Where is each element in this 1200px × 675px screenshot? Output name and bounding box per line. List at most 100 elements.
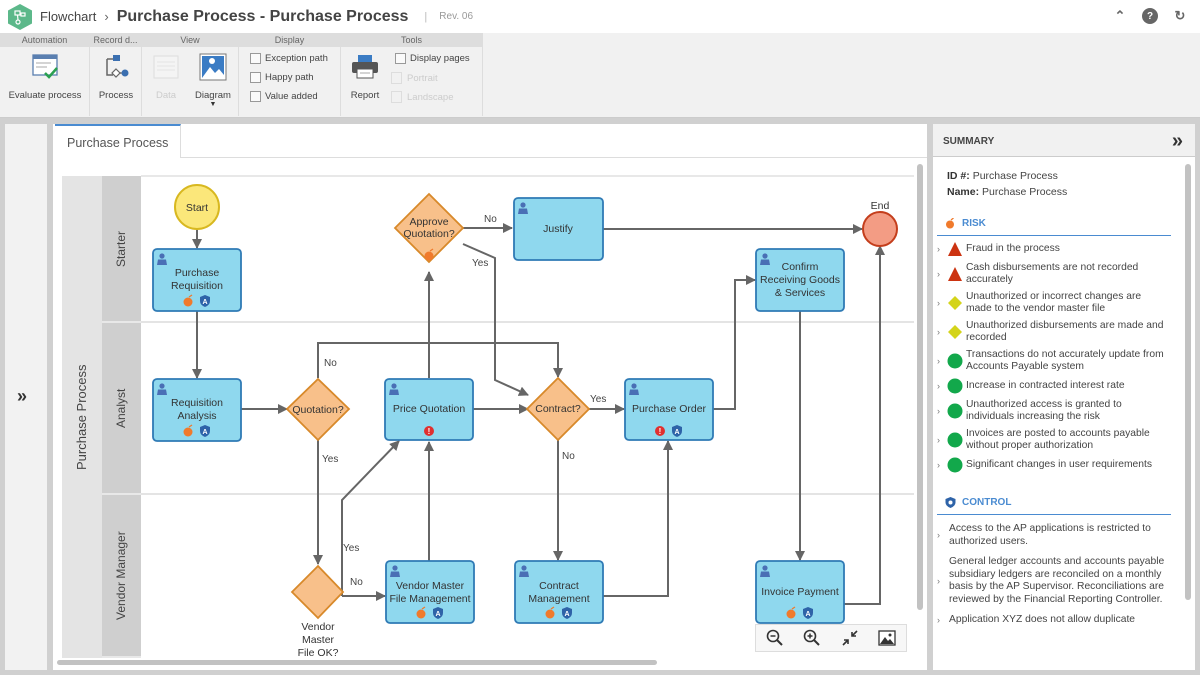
- ribbon-group-record: Record d... Process: [90, 33, 142, 116]
- gateway-contract[interactable]: Contract?: [525, 376, 591, 442]
- risk-item[interactable]: ›Unauthorized disbursements are made and…: [937, 320, 1185, 344]
- collapse-panel-double-chevron-icon[interactable]: »: [1171, 130, 1183, 152]
- expand-chevron-icon[interactable]: ›: [937, 244, 940, 254]
- high-risk-triangle-icon: [948, 242, 962, 256]
- checkbox-box[interactable]: [250, 91, 261, 102]
- control-item[interactable]: ›General ledger accounts and accounts pa…: [937, 556, 1185, 606]
- portrait-button[interactable]: Portrait: [391, 72, 438, 84]
- page-title: Purchase Process - Purchase Process: [116, 7, 409, 25]
- zoom-out-icon[interactable]: [765, 628, 785, 648]
- summary-body: ID #: Purchase Process Name: Purchase Pr…: [933, 158, 1185, 670]
- fit-icon[interactable]: [840, 628, 860, 648]
- report-button[interactable]: Report: [346, 53, 384, 101]
- task-label: Price Quotation: [393, 403, 466, 415]
- control-shield-icon: [945, 497, 956, 508]
- task-purchase-order[interactable]: Purchase Order: [624, 378, 714, 441]
- collapse-up-icon[interactable]: ⌃: [1114, 8, 1126, 23]
- expand-chevron-icon[interactable]: ›: [937, 298, 940, 308]
- landscape-label: Landscape: [407, 91, 454, 103]
- edge-label-no: No: [350, 577, 363, 588]
- expand-chevron-icon[interactable]: ›: [937, 406, 940, 416]
- page-landscape-icon: [391, 91, 402, 103]
- id-label: ID #:: [947, 170, 970, 182]
- risk-item[interactable]: ›Increase in contracted interest rate: [937, 378, 1185, 394]
- task-price-quotation[interactable]: Price Quotation: [384, 378, 474, 441]
- landscape-button[interactable]: Landscape: [391, 91, 453, 103]
- risk-item[interactable]: ›Invoices are posted to accounts payable…: [937, 428, 1185, 452]
- portrait-label: Portrait: [407, 72, 438, 84]
- edge-label-yes: Yes: [590, 394, 606, 405]
- expand-chevron-icon[interactable]: ›: [937, 615, 940, 625]
- evaluate-process-label: Evaluate process: [8, 90, 82, 101]
- risk-item[interactable]: ›Unauthorized access is granted to indiv…: [937, 399, 1185, 423]
- export-image-icon[interactable]: [877, 628, 897, 648]
- task-justify[interactable]: Justify: [513, 197, 604, 261]
- expand-chevron-icon[interactable]: ›: [937, 435, 940, 445]
- start-event[interactable]: Start: [174, 184, 220, 230]
- flowchart-logo-icon: [8, 3, 32, 30]
- control-item[interactable]: ›Application XYZ does not allow duplicat…: [937, 614, 1185, 627]
- checkbox-box[interactable]: [250, 72, 261, 83]
- expand-chevron-icon[interactable]: ›: [937, 381, 940, 391]
- expand-chevron-icon[interactable]: ›: [937, 269, 940, 279]
- ribbon-toolbar: Automation Evaluate process Record d... …: [0, 33, 1200, 118]
- control-list: ›Access to the AP applications is restri…: [937, 523, 1185, 627]
- value-added-checkbox[interactable]: Value added: [250, 91, 318, 102]
- low-risk-circle-icon: [947, 457, 963, 473]
- breadcrumb-flowchart[interactable]: Flowchart: [40, 9, 97, 24]
- risk-item[interactable]: ›Fraud in the process: [937, 241, 1185, 257]
- happy-path-checkbox[interactable]: Happy path: [250, 72, 314, 83]
- zoom-in-icon[interactable]: [802, 628, 822, 648]
- risk-item[interactable]: › Unauthorized or incorrect changes are m…: [937, 291, 1185, 315]
- expand-chevron-icon[interactable]: ›: [937, 530, 940, 541]
- help-icon[interactable]: ?: [1142, 8, 1158, 24]
- canvas-vertical-scrollbar[interactable]: [917, 164, 923, 610]
- gateway-quotation[interactable]: Quotation?: [285, 377, 351, 442]
- expand-chevron-icon[interactable]: ›: [937, 356, 940, 366]
- control-item[interactable]: ›Access to the AP applications is restri…: [937, 523, 1185, 548]
- dropdown-caret-icon: ▼: [209, 101, 217, 108]
- task-invoice-payment[interactable]: Invoice Payment: [755, 560, 845, 624]
- report-label: Report: [350, 90, 380, 101]
- high-risk-icon: [655, 426, 665, 436]
- gateway-label: Quotation?: [292, 404, 344, 416]
- canvas-horizontal-scrollbar[interactable]: [57, 660, 657, 665]
- risk-title: RISK: [962, 218, 986, 229]
- process-icon: [106, 55, 129, 78]
- expand-chevron-icon[interactable]: ›: [937, 327, 940, 337]
- data-button[interactable]: Data: [148, 53, 184, 101]
- group-label: View: [142, 33, 238, 47]
- control-section-header[interactable]: CONTROL: [937, 491, 1171, 515]
- breadcrumb-chevron-icon: ›: [104, 9, 109, 24]
- display-pages-checkbox[interactable]: Display pages: [395, 53, 470, 64]
- risk-item[interactable]: ›Transactions do not accurately update f…: [937, 349, 1185, 373]
- expand-chevron-icon[interactable]: ›: [937, 575, 940, 586]
- diagram-dropdown-button[interactable]: Diagram ▼: [192, 53, 234, 108]
- expand-double-chevron-icon[interactable]: »: [17, 386, 28, 406]
- risk-section-header[interactable]: RISK: [937, 212, 1171, 236]
- evaluate-process-button[interactable]: Evaluate process: [4, 53, 86, 101]
- exception-path-checkbox[interactable]: Exception path: [250, 53, 328, 64]
- risk-item[interactable]: ›Cash disbursements are not recorded acc…: [937, 262, 1185, 286]
- diagram-label: Diagram: [195, 90, 231, 101]
- end-event[interactable]: End: [862, 200, 898, 247]
- process-button[interactable]: Process: [94, 53, 138, 101]
- left-panel-expand[interactable]: »: [5, 124, 47, 670]
- tab-purchase-process[interactable]: Purchase Process: [55, 124, 181, 158]
- refresh-icon[interactable]: ↻: [1174, 8, 1186, 23]
- checkbox-box[interactable]: [250, 53, 261, 64]
- expand-chevron-icon[interactable]: ›: [937, 460, 940, 470]
- summary-scrollbar[interactable]: [1185, 164, 1191, 600]
- risk-item[interactable]: ›Significant changes in user requirement…: [937, 457, 1185, 473]
- risk-text: Unauthorized or incorrect changes are ma…: [966, 291, 1142, 314]
- checkbox-box[interactable]: [395, 53, 406, 64]
